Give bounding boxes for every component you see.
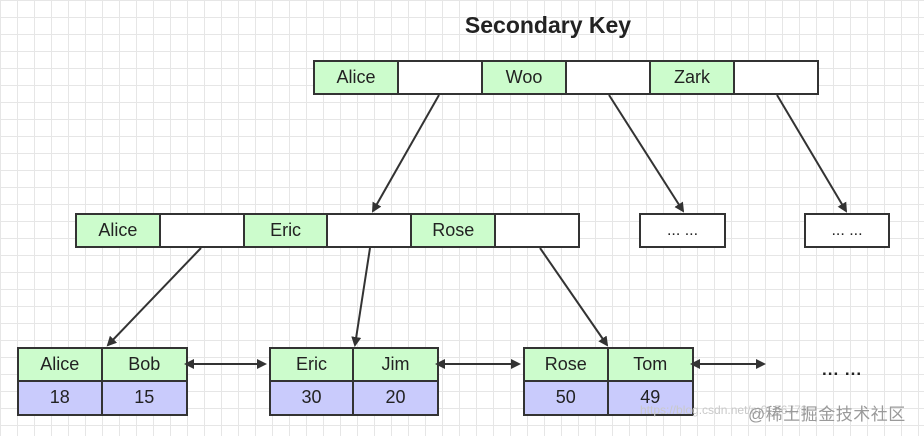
leaf-1-key-1: Alice	[19, 349, 103, 382]
root-pointer-1	[399, 62, 483, 93]
watermark-url: https://blog.csdn.net/m0_56773	[640, 403, 808, 417]
leaf-3-key-2: Tom	[608, 349, 692, 382]
leaf-3-value-2: 49	[608, 381, 692, 414]
internal-key-eric: Eric	[244, 215, 329, 246]
diagram-title: Secondary Key	[464, 12, 632, 38]
arrow-internal-to-leaf-1	[106, 247, 202, 347]
placeholder-node-2: ... ...	[804, 213, 890, 248]
leaf-node-2: Eric Jim 30 20	[269, 347, 439, 416]
leaf-1-value-2: 15	[102, 381, 186, 414]
arrow-root-to-internal	[372, 94, 440, 213]
leaf-1-value-1: 18	[19, 381, 103, 414]
trailing-ellipsis: ... ...	[822, 360, 863, 379]
internal-node: Alice Eric Rose	[75, 213, 580, 248]
placeholder-text-2: ... ...	[831, 221, 863, 239]
leaf-2-key-1: Eric	[271, 349, 354, 382]
arrow-root-to-placeholder-2	[776, 94, 848, 213]
arrow-root-to-placeholder-1	[608, 94, 685, 213]
leaf-node-3: Rose Tom 50 49	[523, 347, 694, 416]
root-pointer-2	[567, 62, 651, 93]
arrow-internal-to-leaf-2	[351, 247, 371, 347]
placeholder-text-1: ... ...	[666, 221, 699, 239]
watermark-brand: @稀土掘金技术社区	[748, 405, 906, 424]
leaf-node-1: Alice Bob 18 15	[17, 347, 188, 416]
leaf-1-key-2: Bob	[102, 349, 186, 382]
leaf-2-key-2: Jim	[354, 349, 437, 382]
leaf-3-value-1: 50	[525, 381, 609, 414]
root-node: Alice Woo Zark	[313, 60, 819, 95]
root-key-zark: Zark	[651, 62, 735, 93]
placeholder-node-1: ... ...	[639, 213, 726, 248]
arrow-internal-to-leaf-3	[539, 247, 609, 347]
root-key-woo: Woo	[483, 62, 567, 93]
internal-pointer-3	[496, 215, 578, 246]
root-pointer-3	[735, 62, 817, 93]
leaf-3-key-1: Rose	[525, 349, 609, 382]
root-key-alice: Alice	[315, 62, 399, 93]
internal-key-alice: Alice	[77, 215, 161, 246]
leaf-2-value-1: 30	[271, 381, 354, 414]
internal-pointer-1	[160, 215, 245, 246]
internal-key-rose: Rose	[412, 215, 497, 246]
internal-pointer-2	[328, 215, 413, 246]
leaf-2-value-2: 20	[354, 381, 437, 414]
